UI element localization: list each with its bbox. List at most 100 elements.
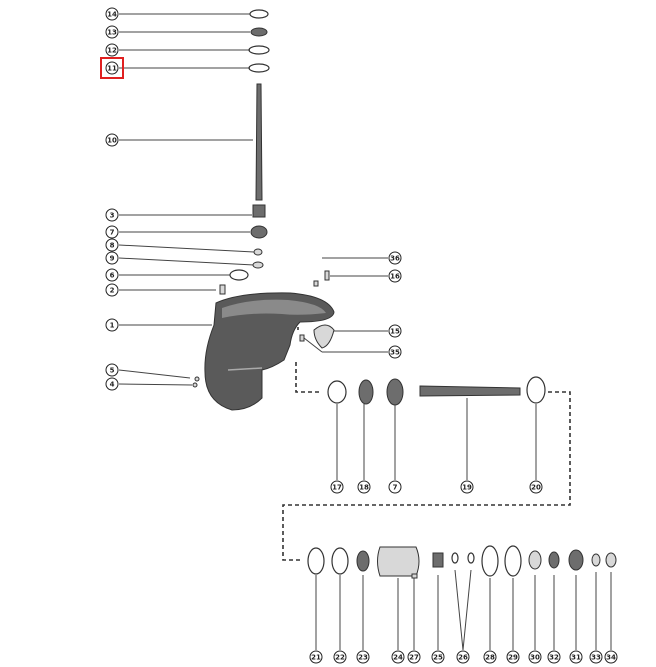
svg-text:2: 2: [110, 287, 115, 295]
part-34: [605, 552, 617, 568]
part-6-ring: [229, 269, 249, 281]
part-11-ring: [248, 63, 270, 73]
svg-text:5: 5: [110, 367, 115, 375]
part-9: [252, 261, 264, 269]
callout-30: 30: [528, 650, 542, 664]
callout-22: 22: [333, 650, 347, 664]
svg-text:20: 20: [531, 484, 541, 492]
callout-16: 16: [388, 269, 402, 283]
part-17-ring: [327, 380, 347, 404]
part-22: [331, 547, 349, 575]
part-23: [356, 550, 370, 572]
callout-34: 34: [604, 650, 618, 664]
callout-5: 5: [105, 363, 119, 377]
callout-25: 25: [431, 650, 445, 664]
assembly-paths: [282, 320, 571, 561]
callout-12: 12: [105, 43, 119, 57]
svg-text:22: 22: [335, 654, 345, 662]
part-29: [504, 545, 522, 577]
part-1-gear-housing: [204, 292, 335, 411]
svg-text:10: 10: [107, 137, 117, 145]
part-4: [192, 382, 198, 388]
svg-text:8: 8: [110, 242, 115, 250]
highlight-box: [100, 57, 124, 79]
callout-4: 4: [105, 377, 119, 391]
part-26b: [467, 552, 475, 564]
svg-text:27: 27: [409, 654, 419, 662]
callout-26: 26: [456, 650, 470, 664]
part-10-driveshaft: [255, 83, 263, 201]
svg-text:13: 13: [107, 29, 117, 37]
callout-10: 10: [105, 133, 119, 147]
svg-text:36: 36: [390, 255, 400, 263]
svg-text:32: 32: [549, 654, 559, 662]
svg-text:19: 19: [462, 484, 472, 492]
part-27: [411, 573, 418, 579]
svg-text:21: 21: [311, 654, 321, 662]
svg-text:25: 25: [433, 654, 443, 662]
part-7-pinion-gear: [250, 225, 268, 239]
leader-lines: [118, 13, 612, 651]
part-7-forward-gear: [386, 378, 404, 406]
part-31: [568, 549, 584, 571]
svg-text:31: 31: [571, 654, 581, 662]
svg-text:7: 7: [393, 484, 398, 492]
callout-33: 33: [589, 650, 603, 664]
callout-2: 2: [105, 283, 119, 297]
svg-text:29: 29: [508, 654, 518, 662]
part-18-bearing: [358, 379, 374, 405]
part-5: [194, 376, 200, 382]
callout-24: 24: [391, 650, 405, 664]
callout-29: 29: [506, 650, 520, 664]
callout-17: 17: [330, 480, 344, 494]
callout-8: 8: [105, 238, 119, 252]
part-26a: [451, 552, 459, 564]
callout-31: 31: [569, 650, 583, 664]
part-2-pin: [219, 284, 226, 295]
part-30: [528, 550, 542, 570]
svg-text:3: 3: [110, 212, 115, 220]
callout-19: 19: [460, 480, 474, 494]
svg-text:17: 17: [332, 484, 342, 492]
callout-23: 23: [356, 650, 370, 664]
svg-text:35: 35: [390, 349, 400, 357]
callouts: 14 13 12 11 10 3 7 8 9 6 2 1 5 4 36 16 1…: [100, 7, 618, 664]
part-24-bearing-carrier: [377, 546, 420, 577]
svg-text:4: 4: [110, 381, 115, 389]
svg-text:33: 33: [591, 654, 601, 662]
callout-1: 1: [105, 318, 119, 332]
svg-text:9: 9: [110, 255, 115, 263]
part-28: [481, 545, 499, 577]
parts: [192, 9, 617, 579]
part-15: [313, 324, 335, 349]
callout-15: 15: [388, 324, 402, 338]
part-33: [591, 553, 601, 567]
callout-21: 21: [309, 650, 323, 664]
part-8: [253, 248, 263, 256]
callout-11: 11: [105, 61, 119, 75]
svg-text:15: 15: [390, 328, 400, 336]
callout-14: 14: [105, 7, 119, 21]
svg-text:12: 12: [107, 47, 117, 55]
callout-32: 32: [547, 650, 561, 664]
svg-text:7: 7: [110, 229, 115, 237]
callout-7b: 7: [388, 480, 402, 494]
callout-27: 27: [407, 650, 421, 664]
svg-text:34: 34: [606, 654, 616, 662]
part-13-bearing: [250, 27, 268, 37]
callout-6: 6: [105, 268, 119, 282]
svg-text:28: 28: [485, 654, 495, 662]
part-14-ring: [249, 9, 269, 19]
part-35: [299, 334, 305, 342]
callout-36: 36: [388, 251, 402, 265]
part-25: [432, 552, 444, 568]
callout-13: 13: [105, 25, 119, 39]
callout-9: 9: [105, 251, 119, 265]
svg-text:30: 30: [530, 654, 540, 662]
part-3-bearing: [252, 204, 266, 218]
part-21: [307, 547, 325, 575]
callout-35: 35: [388, 345, 402, 359]
svg-text:26: 26: [458, 654, 468, 662]
svg-text:18: 18: [359, 484, 369, 492]
